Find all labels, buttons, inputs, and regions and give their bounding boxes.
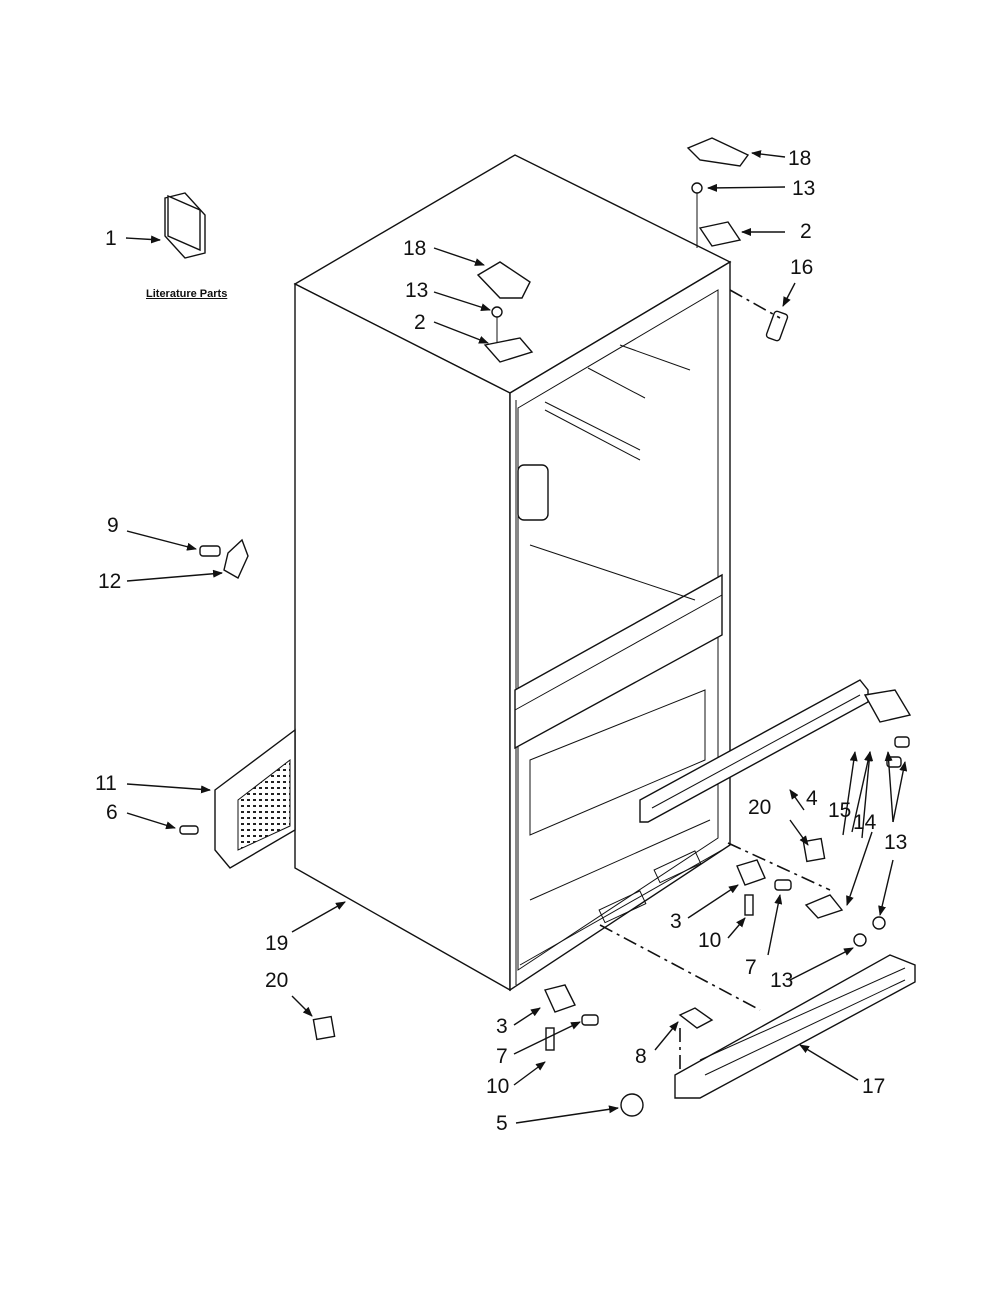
callout-3-left: 3: [496, 1015, 508, 1038]
callout-6: 6: [106, 801, 118, 824]
callout-20-left: 20: [265, 969, 289, 992]
callout-4: 4: [806, 787, 818, 810]
callout-13-left: 13: [405, 279, 429, 302]
callout-1: 1: [105, 227, 117, 250]
assembly-lines: [599, 289, 831, 1070]
literature-parts-label: Literature Parts: [146, 288, 228, 300]
hardware-parts: [179, 137, 916, 1117]
leader-lines: [125, 150, 908, 1124]
callout-10-left: 10: [486, 1075, 510, 1098]
callout-13-side: 13: [884, 831, 908, 854]
callout-14: 14: [853, 811, 877, 834]
callout-18-left: 18: [403, 237, 427, 260]
literature-booklet: [164, 192, 206, 259]
callout-8: 8: [635, 1045, 647, 1068]
callout-20-right: 20: [748, 796, 772, 819]
callout-17: 17: [862, 1075, 886, 1098]
callout-9: 9: [107, 514, 119, 537]
callout-7-right: 7: [745, 956, 757, 979]
callout-11: 11: [95, 772, 117, 795]
callout-18-right: 18: [788, 147, 812, 170]
callout-7-left: 7: [496, 1045, 508, 1068]
callout-10-right: 10: [698, 929, 722, 952]
callout-3-right: 3: [670, 910, 682, 933]
callout-2-left: 2: [414, 311, 426, 334]
callout-19: 19: [265, 932, 289, 955]
callout-13-bottom: 13: [770, 969, 794, 992]
callout-15: 15: [828, 799, 852, 822]
vent-panel: [214, 728, 296, 869]
callout-2-right: 2: [800, 220, 812, 243]
callout-12: 12: [98, 570, 122, 593]
callout-16: 16: [790, 256, 814, 279]
callout-5: 5: [496, 1112, 508, 1135]
callout-13-right: 13: [792, 177, 816, 200]
